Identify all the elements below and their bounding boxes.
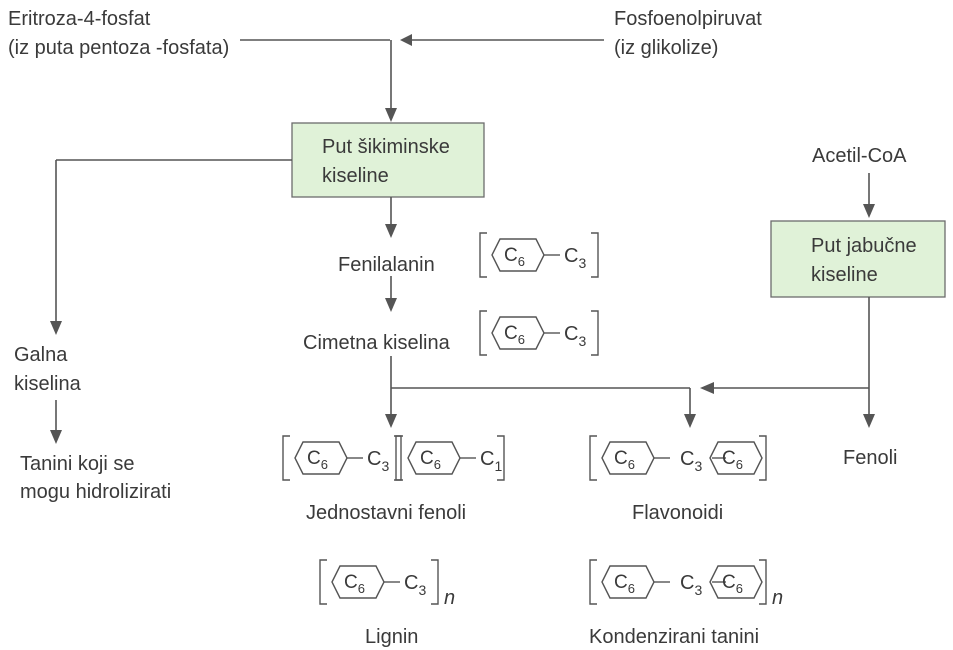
flavonoid-formula-ring-b-hexagon xyxy=(709,441,763,475)
lignin-n-subscript: n xyxy=(444,587,455,609)
malic-pathway-box xyxy=(770,220,946,298)
phenols-label: Fenoli xyxy=(843,447,897,469)
cinnamic-formula-ring-c6-text: C6 xyxy=(504,323,525,347)
lignin-formula-close-bracket xyxy=(431,559,439,605)
lignin-formula-ring-c6-text: C6 xyxy=(344,572,365,596)
phenylalanine-formula-c3-text: C3 xyxy=(564,245,586,271)
connectors xyxy=(50,34,875,444)
condensed-tannin-formula-ring-a-c6-text: C6 xyxy=(614,572,635,596)
gallic-to-tannins-arrowhead xyxy=(50,430,62,444)
phenylalanine-formula-ring-c6-text: C6 xyxy=(504,245,525,269)
simple-phenol-c6c3-formula-close-bracket xyxy=(394,435,402,481)
lignin-formula-open-bracket xyxy=(319,559,327,605)
hydrolyzable-tannins-line2: mogu hidrolizirati xyxy=(20,481,171,503)
cinnamic-acid-label: Cimetna kiselina xyxy=(303,332,451,354)
simple-phenol-c6c3-formula-ring-c6-text: C6 xyxy=(307,448,328,472)
phenylalanine-label: Fenilalanin xyxy=(338,254,435,276)
pep-label-line1: Fosfoenolpiruvat xyxy=(614,8,762,30)
cinnamic-formula-open-bracket xyxy=(479,310,487,356)
phenylalanine-formula-close-bracket xyxy=(591,232,599,278)
flavonoid-formula-ring-b-c6-text: C6 xyxy=(722,448,743,472)
flavonoid-formula-close-bracket xyxy=(759,435,767,481)
lignin-formula-c3-text: C3 xyxy=(404,572,426,598)
condensed-tannin-formula-ring-b-c6-text: C6 xyxy=(722,572,743,596)
pep-label-line2: (iz glikolize) xyxy=(614,37,718,59)
malic-branch-arrowhead xyxy=(700,382,714,394)
erythrose-label-line2: (iz puta pentoza -fosfata) xyxy=(8,37,229,59)
cinnamic-formula-close-bracket xyxy=(591,310,599,356)
flavonoid-formula-c3-text: C3 xyxy=(680,448,702,474)
malic-box-line2: kiseline xyxy=(811,264,878,286)
to-malic-arrowhead xyxy=(863,204,875,218)
to-shikimic-arrowhead xyxy=(385,108,397,122)
shikimic-box-line2: kiseline xyxy=(322,165,389,187)
erythrose-label-line1: Eritroza-4-fosfat xyxy=(8,8,151,30)
phenylalanine-formula-open-bracket xyxy=(479,232,487,278)
simple-phenol-c6c3-formula-open-bracket xyxy=(282,435,290,481)
simple-phenol-c6c1-formula-close-bracket xyxy=(497,435,505,481)
lignin-label: Lignin xyxy=(365,626,418,648)
hydrolyzable-tannins-line1: Tanini koji se xyxy=(20,453,135,475)
to-flavonoids-arrowhead xyxy=(684,414,696,428)
to-gallic-arrowhead xyxy=(50,321,62,335)
to-phenols-arrowhead xyxy=(863,414,875,428)
cinnamic-formula-c3-text: C3 xyxy=(564,323,586,349)
shikimic-pathway-box xyxy=(291,122,485,198)
condensed-tannin-formula-c3-text: C3 xyxy=(680,572,702,598)
condensed-tannin-formula-close-bracket xyxy=(759,559,767,605)
acetyl-coa-label: Acetil-CoA xyxy=(812,145,907,167)
flavonoids-label: Flavonoidi xyxy=(632,502,723,524)
simple-phenol-c6c1-formula-open-bracket xyxy=(395,435,403,481)
simple-phenols-label: Jednostavni fenoli xyxy=(306,502,466,524)
flavonoid-formula-ring-a-c6-text: C6 xyxy=(614,448,635,472)
simple-phenol-c6c1-formula-c1-text: C1 xyxy=(480,448,502,474)
flavonoid-formula-open-bracket xyxy=(589,435,597,481)
simple-phenol-c6c3-formula-c3-text: C3 xyxy=(367,448,389,474)
gallic-acid-line2: kiselina xyxy=(14,373,82,395)
condensed-tannin-formula-open-bracket xyxy=(589,559,597,605)
shikimic-box-line1: Put šikiminske xyxy=(322,136,450,158)
to-cinnamic-arrowhead xyxy=(385,298,397,312)
to-phenylalanine-arrowhead xyxy=(385,224,397,238)
condensed-tannins-label: Kondenzirani tanini xyxy=(589,626,759,648)
simple-phenol-c6c1-formula-ring-c6-text: C6 xyxy=(420,448,441,472)
condensed-tannin-formula-n-subscript: n xyxy=(772,587,783,609)
gallic-acid-line1: Galna xyxy=(14,344,68,366)
condensed-tannin-formula-ring-b-hexagon xyxy=(709,565,763,599)
to-simple-phenols-arrowhead xyxy=(385,414,397,428)
pep-arrowhead xyxy=(400,34,412,46)
malic-box-line1: Put jabučne xyxy=(811,235,917,257)
